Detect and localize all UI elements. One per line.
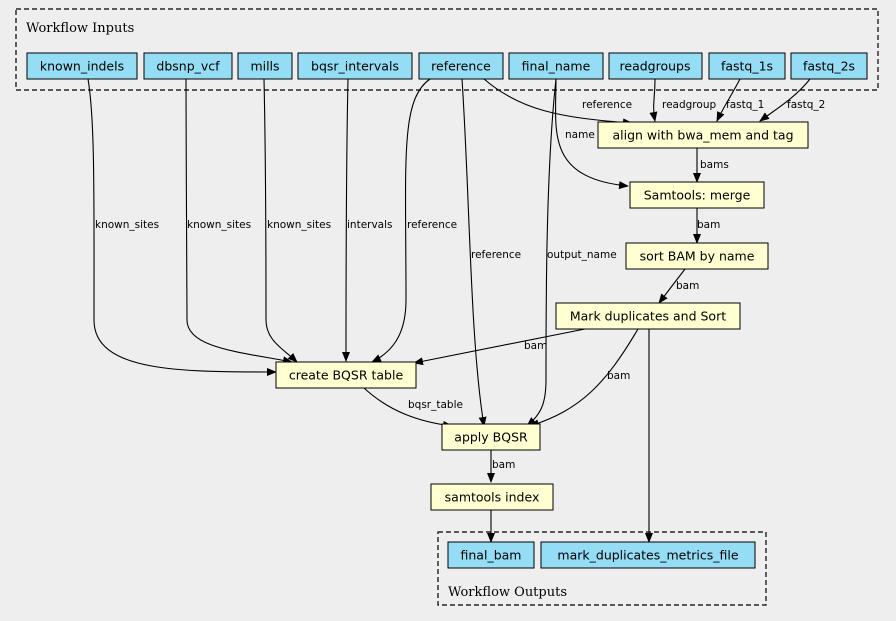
- edge-intervals-table: [342, 78, 351, 362]
- edge-label-readgroups-align: readgroup: [662, 99, 716, 111]
- edge-labels: reference readgroup fastq_1 fastq_2 name…: [95, 99, 825, 471]
- edge-finalname-merge: [554, 78, 629, 190]
- step-node-align-bwa-mem[interactable]: align with bwa_mem and tag: [597, 121, 809, 149]
- workflow-inputs-label: Workflow Inputs: [26, 21, 134, 36]
- edge-finalname-apply: [526, 78, 557, 427]
- node-label: dbsnp_vcf: [156, 59, 220, 74]
- edge-indels-table: [87, 78, 277, 376]
- workflow-outputs-cluster: Workflow Outputs: [437, 531, 767, 606]
- step-node-apply-bqsr[interactable]: apply BQSR: [441, 423, 541, 451]
- input-node-bqsr-intervals[interactable]: bqsr_intervals: [297, 52, 413, 80]
- edge-mills-table: [263, 78, 298, 363]
- edge-label-merge-sort: bam: [697, 219, 720, 231]
- edge-label-markdup-table: bam: [524, 340, 547, 352]
- edge-reference-table: [371, 78, 431, 363]
- output-node-metrics-file[interactable]: mark_duplicates_metrics_file: [540, 541, 756, 569]
- node-label: mills: [250, 59, 279, 74]
- edge-label-finalname-merge: name: [565, 129, 595, 141]
- node-label: readgroups: [620, 59, 691, 74]
- node-label: Samtools: merge: [644, 188, 751, 203]
- node-label: create BQSR table: [289, 368, 404, 383]
- edge-label-fastq2-align: fastq_2: [787, 99, 825, 111]
- node-label: final_name: [522, 59, 591, 74]
- node-label: apply BQSR: [454, 430, 528, 445]
- edge-label-intervals-table: intervals: [347, 219, 393, 231]
- input-node-reference[interactable]: reference: [418, 52, 504, 80]
- node-label: known_indels: [40, 59, 124, 74]
- node-label: align with bwa_mem and tag: [613, 128, 794, 143]
- output-node-final-bam[interactable]: final_bam: [447, 541, 535, 569]
- step-node-sort-bam[interactable]: sort BAM by name: [625, 242, 769, 270]
- edge-reference-apply: [461, 78, 487, 427]
- step-node-create-bqsr-table[interactable]: create BQSR table: [275, 361, 417, 389]
- edge-label-markdup-apply: bam: [607, 370, 630, 382]
- input-node-known-indels[interactable]: known_indels: [26, 52, 138, 80]
- edge-label-finalname-apply: output_name: [547, 249, 617, 261]
- node-label: reference: [431, 59, 491, 74]
- edge-label-sort-markdup: bam: [676, 280, 699, 292]
- edge-label-reference-align: reference: [582, 99, 632, 111]
- edge-label-apply-index: bam: [492, 459, 515, 471]
- node-label: fastq_2s: [803, 59, 855, 74]
- node-label: final_bam: [461, 548, 522, 563]
- edge-markdup-apply: [529, 328, 639, 428]
- input-node-fastq-2s[interactable]: fastq_2s: [790, 52, 868, 80]
- workflow-inputs-cluster: Workflow Inputs: [15, 8, 879, 91]
- edge-label-mills-table: known_sites: [267, 219, 331, 231]
- node-label: samtools index: [445, 490, 540, 505]
- node-label: bqsr_intervals: [311, 59, 399, 74]
- edge-label-dbsnp-table: known_sites: [187, 219, 251, 231]
- edge-label-reference-table: reference: [407, 219, 457, 231]
- input-node-fastq-1s[interactable]: fastq_1s: [708, 52, 786, 80]
- edge-label-indels-table: known_sites: [95, 219, 159, 231]
- edge-markdup-table: [413, 328, 586, 366]
- node-label: mark_duplicates_metrics_file: [557, 548, 738, 563]
- edge-dbsnp-table: [185, 78, 293, 365]
- edges: [87, 78, 811, 543]
- edge-fastq2-align: [759, 78, 811, 122]
- edge-sort-markdup: [658, 268, 686, 304]
- edge-label-fastq1-align: fastq_1: [726, 99, 764, 111]
- edge-reference-align: [483, 78, 633, 127]
- input-node-mills[interactable]: mills: [237, 52, 293, 80]
- edge-label-reference-apply: reference: [471, 249, 521, 261]
- edge-label-table-apply: bqsr_table: [408, 399, 463, 411]
- step-node-samtools-merge[interactable]: Samtools: merge: [629, 181, 765, 209]
- edge-label-align-merge: bams: [700, 159, 729, 171]
- edge-readgroups-align: [649, 78, 658, 122]
- input-node-readgroups[interactable]: readgroups: [608, 52, 703, 80]
- edge-fastq1-align: [716, 78, 741, 122]
- node-label: fastq_1s: [721, 59, 773, 74]
- input-node-final-name[interactable]: final_name: [508, 52, 604, 80]
- workflow-outputs-label: Workflow Outputs: [448, 585, 567, 600]
- input-node-dbsnp-vcf[interactable]: dbsnp_vcf: [143, 52, 233, 80]
- node-label: Mark duplicates and Sort: [570, 309, 726, 324]
- node-label: sort BAM by name: [640, 249, 755, 264]
- step-node-mark-duplicates[interactable]: Mark duplicates and Sort: [555, 302, 741, 330]
- step-node-samtools-index[interactable]: samtools index: [430, 483, 554, 511]
